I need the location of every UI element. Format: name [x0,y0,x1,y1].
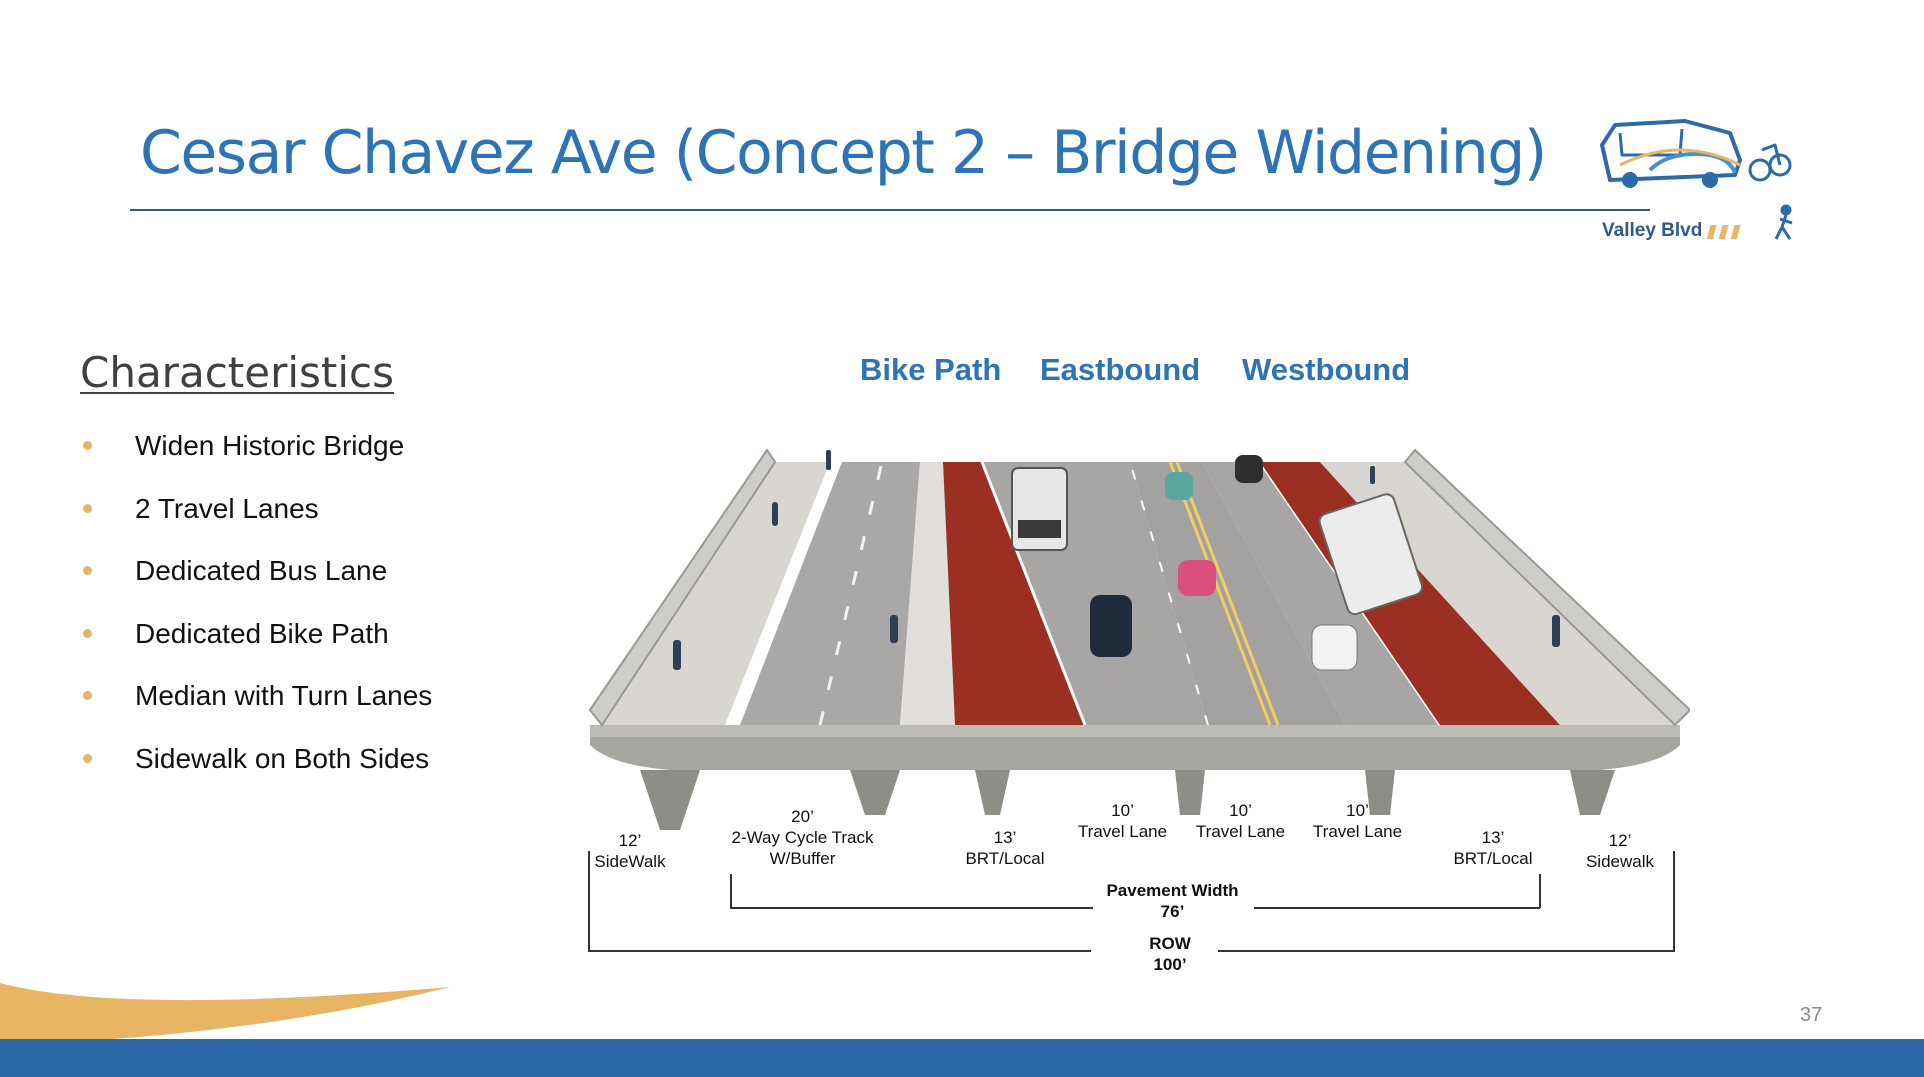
list-item: Dedicated Bike Path [80,618,432,681]
logo-text: Valley Blvd [1602,220,1703,241]
row-bracket-line-right [1218,950,1675,952]
pavement-width-label: Pavement Width 76’ [1106,881,1239,921]
dim-travel-lane-3: 10’ Travel Lane [1312,801,1403,841]
valley-blvd-logo [1600,119,1793,240]
characteristics-list: Widen Historic Bridge 2 Travel Lanes Ded… [80,430,432,805]
row-bracket-left [588,851,590,952]
eastbound-label: Eastbound [1040,352,1201,387]
pavement-bracket-line-right [1254,907,1540,909]
dim-sidewalk-right: 12’ Sidewalk [1585,831,1655,871]
dim-travel-lane-2: 10’ Travel Lane [1195,801,1286,841]
dim-brt-left: 13’ BRT/Local [965,828,1045,868]
westbound-label: Westbound [1242,352,1411,387]
title-divider [130,209,1650,211]
bridge-cross-section-illustration [588,448,1690,830]
bike-path-label: Bike Path [860,352,1002,387]
dim-sidewalk-left: 12’ SideWalk [594,831,666,871]
dim-brt-right: 13’ BRT/Local [1453,828,1533,868]
pavement-bracket-left [730,874,732,908]
list-item: 2 Travel Lanes [80,493,432,556]
pavement-bracket-right [1539,874,1541,908]
decorative-swoosh [0,983,450,1045]
footer-band [0,1039,1924,1077]
row-bracket-line-left [588,950,1091,952]
dim-cycle-track: 20’ 2-Way Cycle Track W/Buffer [731,807,874,868]
characteristics-heading: Characteristics [80,348,395,397]
dim-travel-lane-1: 10’ Travel Lane [1077,801,1168,841]
pavement-bracket-line-left [730,907,1093,909]
list-item: Median with Turn Lanes [80,680,432,743]
page-number: 37 [1800,1004,1823,1026]
list-item: Dedicated Bus Lane [80,555,432,618]
list-item: Widen Historic Bridge [80,430,432,493]
row-bracket-right [1673,851,1675,952]
row-label: ROW 100’ [1149,934,1191,974]
list-item: Sidewalk on Both Sides [80,743,432,806]
slide-title: Cesar Chavez Ave (Concept 2 – Bridge Wid… [140,118,1547,188]
